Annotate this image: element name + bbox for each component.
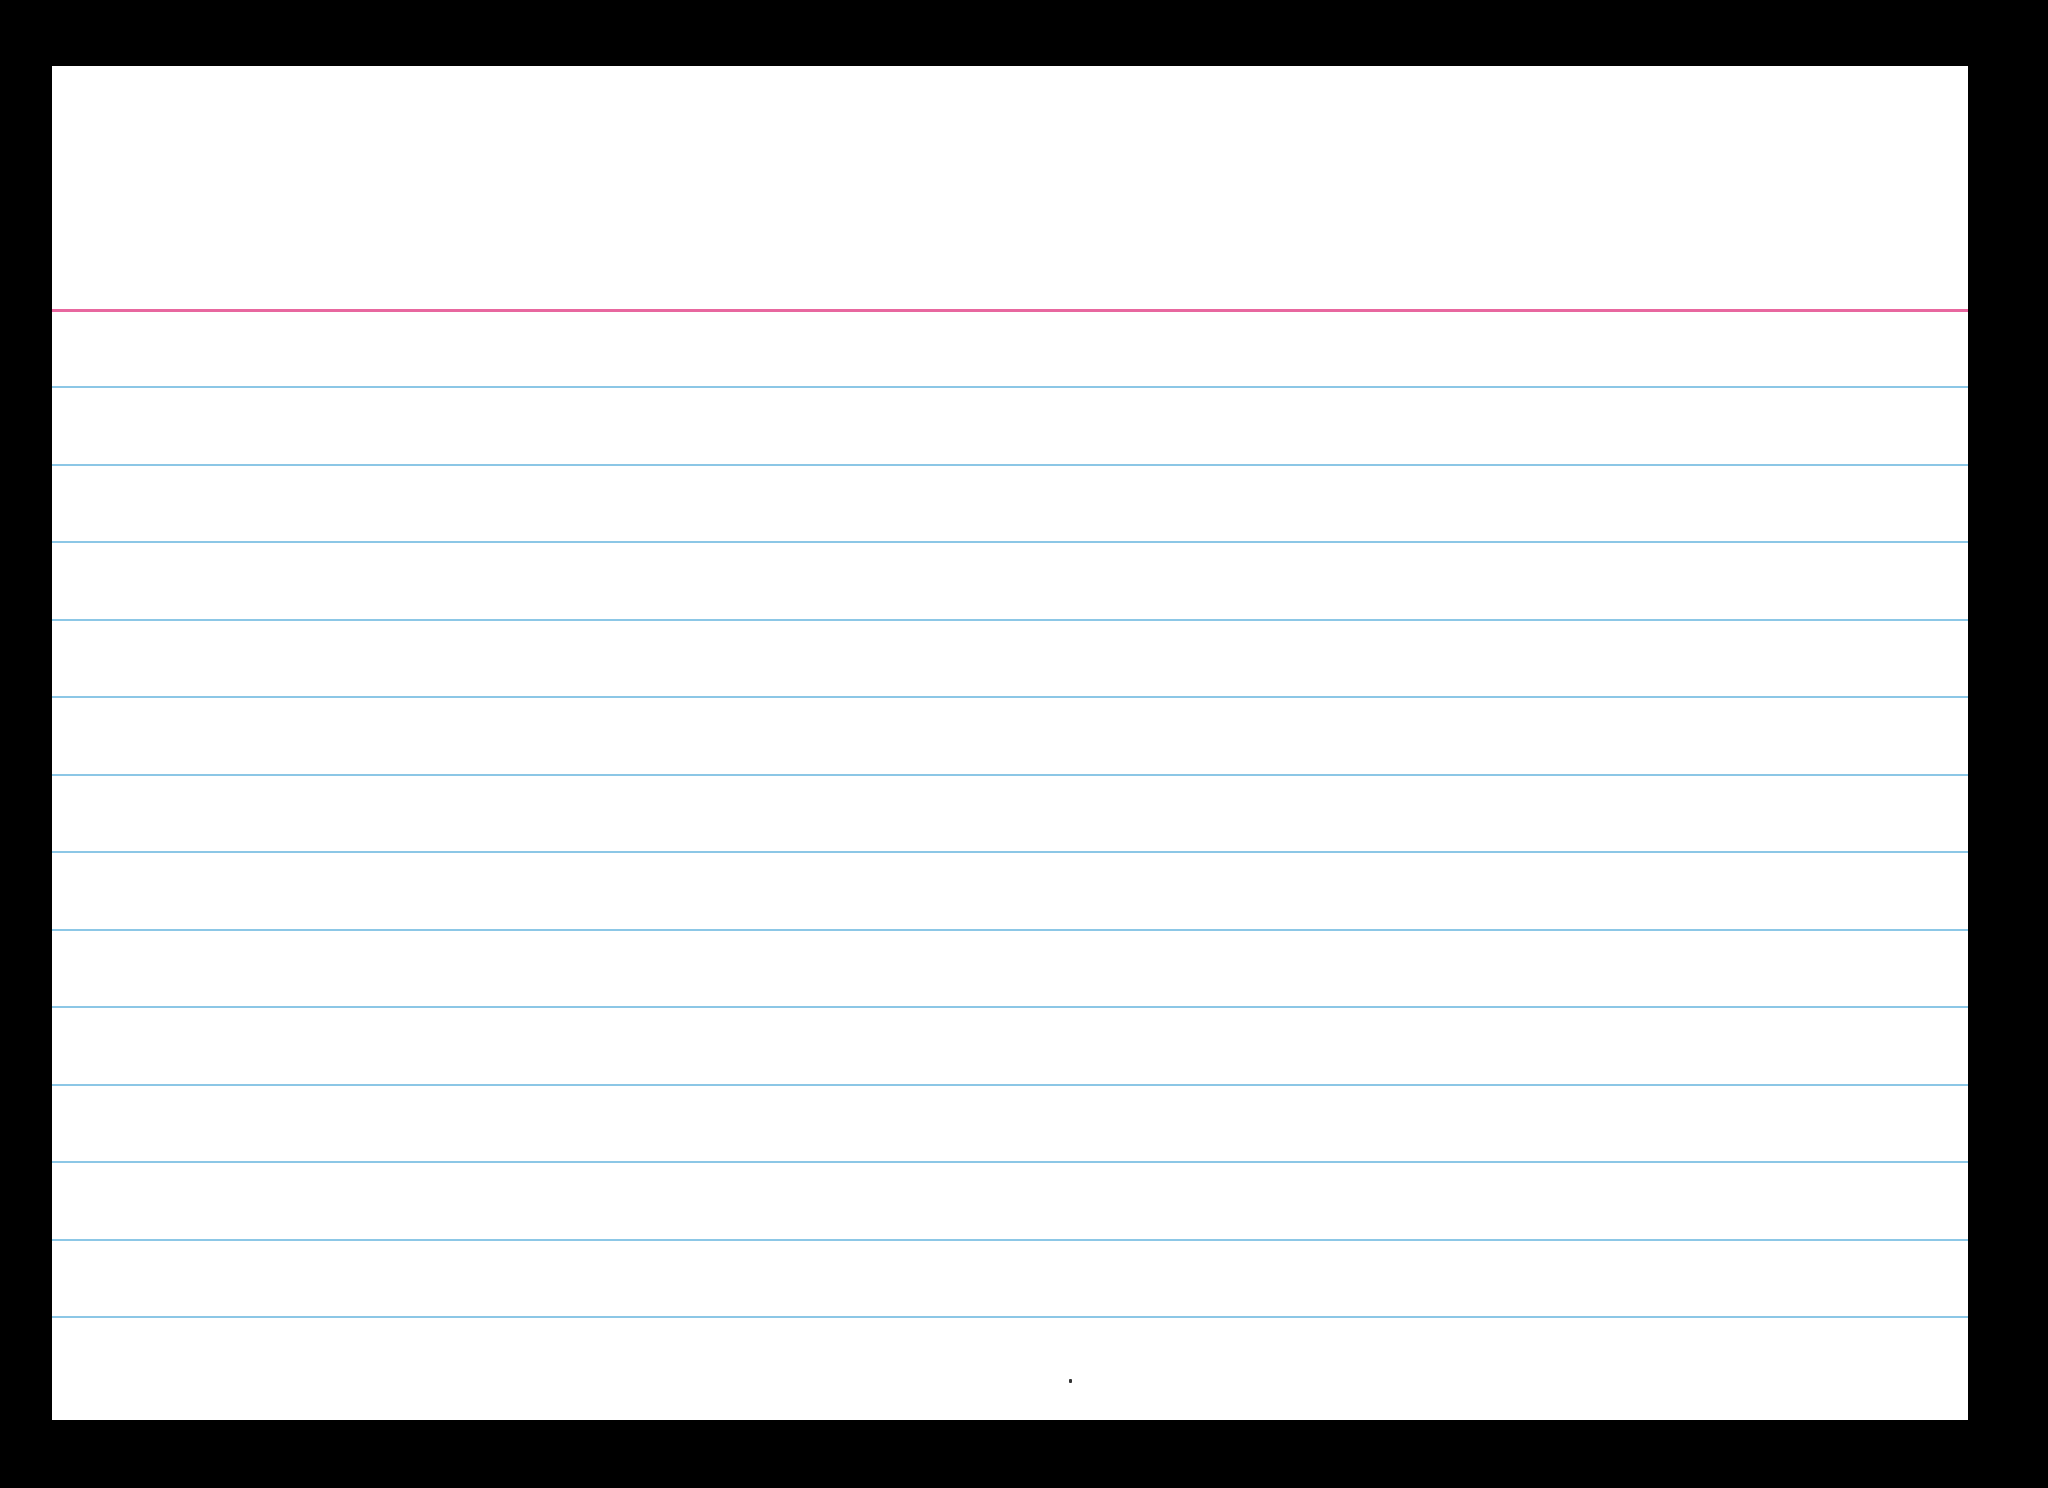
ruled-line: [52, 851, 1968, 853]
ruled-line: [52, 696, 1968, 698]
ruled-line: [52, 1316, 1968, 1318]
header-rule: [52, 309, 1968, 312]
ruled-line: [52, 1083, 1968, 1086]
speck: [1069, 1379, 1072, 1383]
ruled-line: [52, 1006, 1968, 1008]
ruled-line: [52, 541, 1968, 543]
ruled-line: [52, 1238, 1968, 1241]
index-card: [52, 66, 1968, 1420]
ruled-line: [52, 463, 1968, 466]
ruled-line: [52, 618, 1968, 621]
ruled-line: [52, 1161, 1968, 1163]
ruled-line: [52, 928, 1968, 931]
ruled-line: [52, 386, 1968, 388]
ruled-line: [52, 773, 1968, 776]
